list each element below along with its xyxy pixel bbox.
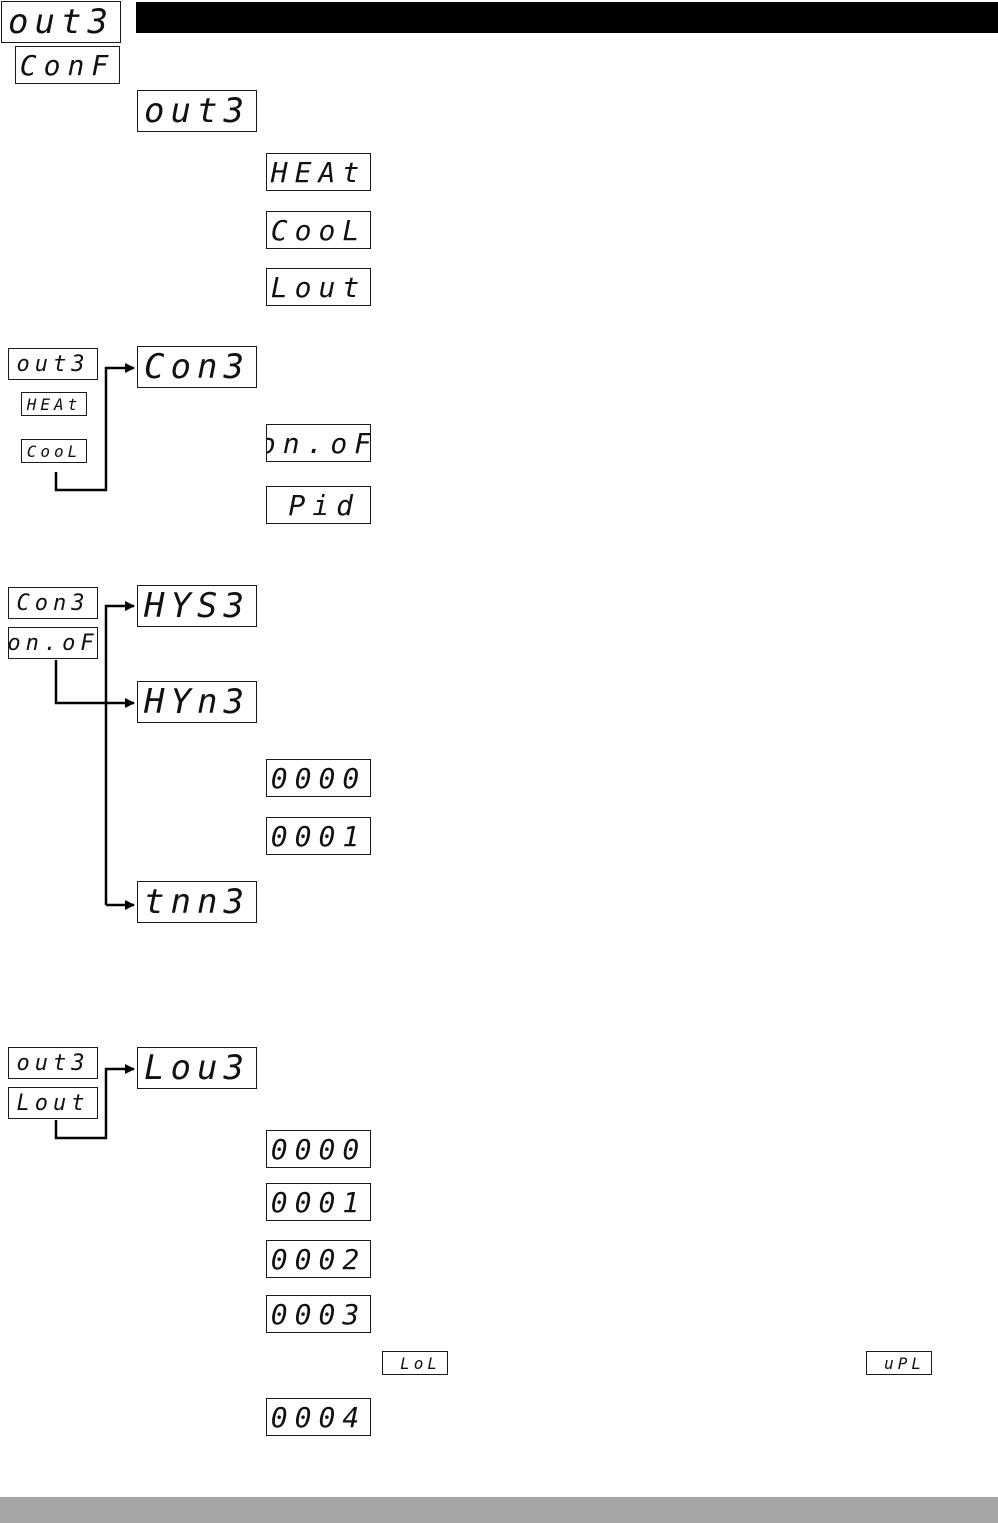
con3-cond-param: out3: [8, 348, 98, 380]
lou3-limit-upl: uPL: [866, 1351, 932, 1375]
hyn3-option-0000: 0000: [266, 759, 371, 797]
lou3-option-0003: 0003: [266, 1295, 371, 1333]
out3-option-heat: HEAt: [266, 153, 371, 191]
onof-cond-value: on.oF: [8, 627, 98, 659]
tnn3-param-display: tnn3: [137, 881, 257, 923]
con3-option-onof: on.oF: [266, 424, 371, 462]
hys3-param-display: HYS3: [137, 585, 257, 627]
lout-cond-value: Lout: [8, 1087, 98, 1119]
hyn3-option-0001: 0001: [266, 817, 371, 855]
lou3-option-0004: 0004: [266, 1398, 371, 1436]
footer-bar: [0, 1497, 998, 1523]
header-bar: [136, 2, 998, 33]
out3-option-cool: CooL: [266, 211, 371, 249]
con3-connector: [54, 363, 135, 492]
lou3-option-0002: 0002: [266, 1240, 371, 1278]
lout-cond-param: out3: [8, 1047, 98, 1079]
lou3-limit-lol: LoL: [382, 1351, 448, 1375]
hys3-connector: [104, 601, 135, 905]
lou3-connector: [54, 1064, 135, 1140]
header-param-display: out3: [1, 1, 121, 43]
out3-param-display: out3: [137, 90, 257, 132]
lou3-option-0000: 0000: [266, 1130, 371, 1168]
out3-option-lout: Lout: [266, 268, 371, 306]
header-menu-display: ConF: [15, 46, 120, 84]
onof-cond-param: Con3: [8, 587, 98, 619]
con3-option-pid: Pid: [266, 486, 371, 524]
con3-cond-heat: HEAt: [21, 392, 87, 416]
lou3-param-display: Lou3: [137, 1047, 257, 1089]
con3-param-display: Con3: [137, 346, 257, 388]
hyn3-param-display: HYn3: [137, 681, 257, 723]
lou3-option-0001: 0001: [266, 1183, 371, 1221]
hyn3-connector: [54, 660, 135, 708]
con3-cond-cool: CooL: [21, 439, 87, 463]
